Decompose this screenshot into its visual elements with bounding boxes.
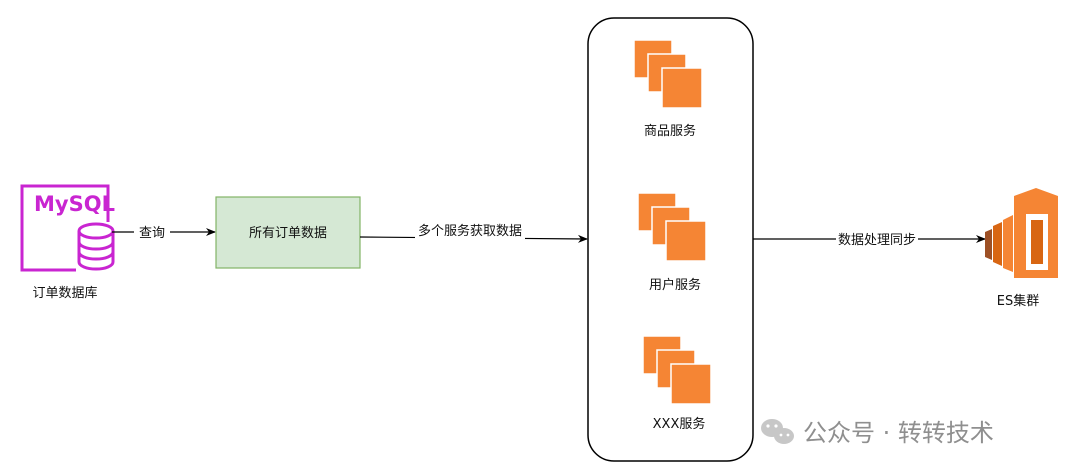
mysql-label: 订单数据库: [32, 285, 97, 301]
wechat-icon: [761, 419, 794, 444]
edge-query-label-bg: [134, 224, 170, 241]
edge-sync-label-bg: [836, 231, 918, 248]
edge-sync-label: 数据处理同步: [838, 233, 916, 248]
service-label: 商品服务: [644, 123, 696, 139]
es-cluster-label: ES集群: [997, 293, 1039, 309]
edge-fetch-label: 多个服务获取数据: [418, 223, 522, 239]
edge-query-label: 查询: [139, 226, 165, 241]
service-label: 用户服务: [649, 277, 701, 293]
mysql-logo-text: MySQL: [34, 192, 115, 216]
mysql-database-icon: MySQL: [20, 184, 116, 272]
edge-fetch-label-bg: [415, 222, 525, 239]
service-label: XXX服务: [653, 416, 706, 432]
elasticsearch-cluster-icon: [985, 188, 1058, 278]
order-data-label: 所有订单数据: [249, 226, 327, 241]
watermark-text: 公众号 · 转转技术: [803, 419, 994, 447]
order-data-box: [215, 196, 361, 269]
database-cylinder-icon: [76, 222, 116, 272]
